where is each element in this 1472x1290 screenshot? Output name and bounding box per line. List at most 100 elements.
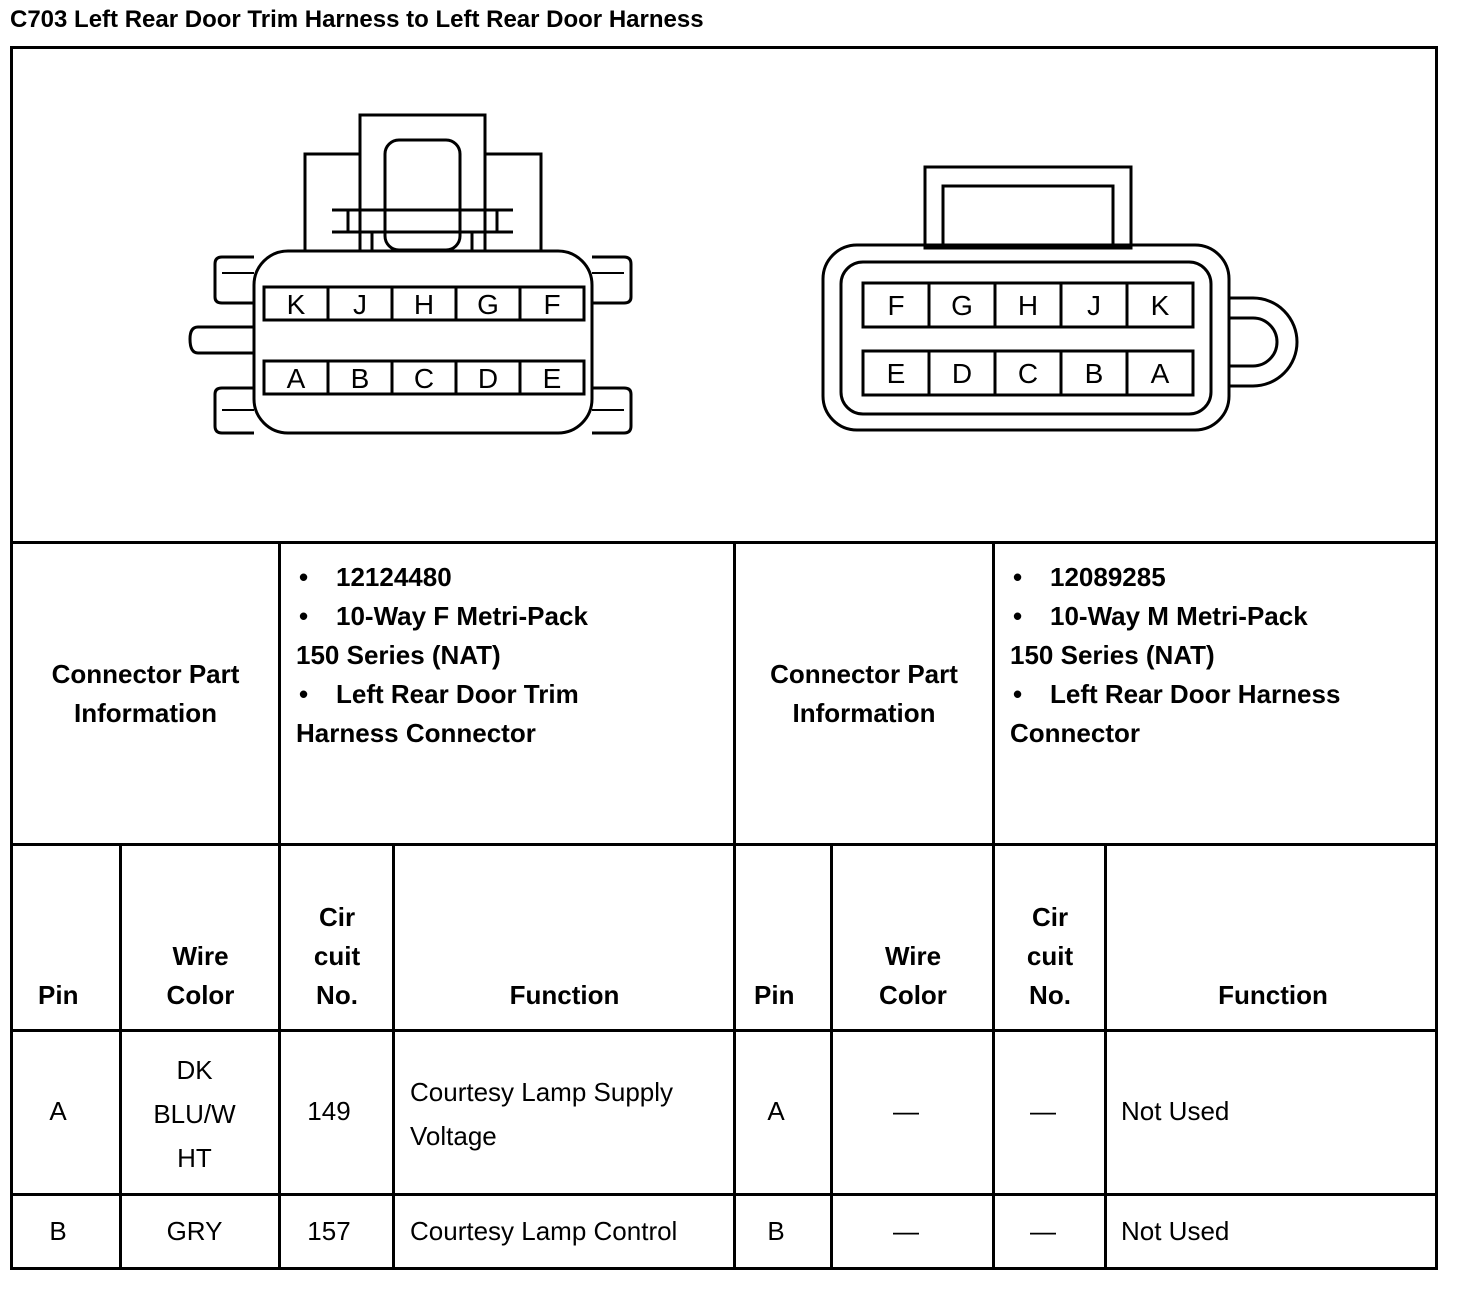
pin-label-right-bottom-d: D <box>952 358 972 389</box>
divider <box>10 843 1438 846</box>
part-number: 12089285 <box>1050 562 1166 592</box>
connector-table <box>10 46 1438 1270</box>
header-function-left: Function <box>509 980 620 1010</box>
header-circuit-line-2: cuit <box>1026 941 1074 971</box>
pin-label-right-bottom-e: E <box>887 358 906 389</box>
left-connector-body <box>252 249 594 435</box>
header-pin-left: Pin <box>38 980 79 1010</box>
header-wire-line: Wire <box>172 941 229 971</box>
pin-label-right-top-j: J <box>1087 290 1101 321</box>
divider <box>10 541 1438 544</box>
pin-label-left-bottom-a: A <box>287 363 306 394</box>
header-circuit-line-3: No. <box>1029 980 1071 1010</box>
header-wire-color-right: Wire Color <box>833 937 993 1015</box>
header-color-line: Color <box>879 980 947 1010</box>
connector-description-cont: Connector <box>1010 718 1140 748</box>
divider <box>392 843 395 1270</box>
connector-part-info-label-right: Connector Part Information <box>736 655 992 733</box>
divider <box>992 541 995 1270</box>
left-side-key <box>188 325 254 355</box>
pin-label-left-bottom-e: E <box>543 363 562 394</box>
header-pin-right: Pin <box>754 980 795 1010</box>
header-circuit-line-3: No. <box>316 980 358 1010</box>
divider <box>10 1029 1438 1032</box>
divider <box>278 541 281 1270</box>
part-number: 12124480 <box>336 562 452 592</box>
left-top-pin-row <box>262 285 586 322</box>
pin-label-left-top-f: F <box>543 289 560 320</box>
table-row-b-circuit-left: 157 <box>307 1216 351 1246</box>
pin-label-right-bottom-c: C <box>1018 358 1038 389</box>
table-row-a-wire-left: DK BLU/W HT <box>122 1048 267 1180</box>
table-row-a-wire-right: — <box>893 1096 919 1126</box>
header-circuit-left: Cir cuit No. <box>281 898 393 1015</box>
page-title: C703 Left Rear Door Trim Harness to Left… <box>10 6 704 33</box>
left-lock-housing <box>303 152 543 251</box>
divider <box>10 1193 1438 1196</box>
pin-label-right-top-f: F <box>887 290 904 321</box>
divider <box>733 541 736 1270</box>
connector-description: Left Rear Door Harness <box>1050 679 1341 709</box>
table-row-b-wire-right: — <box>893 1216 919 1246</box>
header-color-line: Color <box>166 980 235 1010</box>
info-label-text: Connector Part Information <box>51 659 240 728</box>
right-bottom-pin-row <box>861 349 1195 397</box>
function-line: Voltage <box>410 1121 497 1151</box>
divider <box>119 843 122 1270</box>
wire-color-line: DK <box>176 1055 213 1085</box>
table-row-b-wire-left: GRY <box>166 1216 223 1246</box>
pin-label-left-bottom-d: D <box>478 363 498 394</box>
function-line: Courtesy Lamp Supply <box>410 1077 674 1107</box>
pin-label-right-bottom-a: A <box>1151 358 1170 389</box>
table-row-a-pin-right: A <box>767 1096 785 1126</box>
right-lock-tab-outer <box>923 165 1133 250</box>
left-connector-drawing <box>188 113 633 435</box>
table-row-b-circuit-right: — <box>1030 1216 1056 1246</box>
connector-type: 10-Way M Metri-Pack <box>1050 601 1308 631</box>
pin-label-left-top-g: G <box>477 289 499 320</box>
connector-type: 10-Way F Metri-Pack <box>336 601 588 631</box>
pin-label-left-bottom-b: B <box>351 363 370 394</box>
pin-label-right-top-k: K <box>1151 290 1170 321</box>
pin-label-right-bottom-b: B <box>1085 358 1104 389</box>
header-wire-line: Wire <box>884 941 942 971</box>
right-top-pin-row <box>861 281 1195 329</box>
header-wire-color-left: Wire Color <box>122 937 279 1015</box>
pin-label-left-top-k: K <box>287 289 306 320</box>
right-connector-body <box>821 243 1231 432</box>
table-row-a-circuit-right: — <box>1030 1096 1056 1126</box>
pin-label-left-top-h: H <box>414 289 434 320</box>
right-side-ear <box>1229 296 1299 388</box>
pin-label-right-top-g: G <box>951 290 973 321</box>
table-row-b-function-right: Not Used <box>1121 1216 1230 1246</box>
wire-color-line: BLU/W <box>153 1099 236 1129</box>
table-row-a-circuit-left: 149 <box>307 1096 351 1126</box>
table-row-b-pin-right: B <box>767 1216 785 1246</box>
connector-part-info-right: •12089285 •10-Way M Metri-Pack 150 Serie… <box>1010 562 1341 748</box>
wire-color-line: HT <box>177 1143 212 1173</box>
header-circuit-line-1: Cir <box>1031 902 1069 932</box>
connector-description: Left Rear Door Trim <box>336 679 579 709</box>
table-row-b-pin-left: B <box>49 1216 67 1246</box>
divider <box>830 843 833 1270</box>
table-row-b-function-left: Courtesy Lamp Control <box>410 1216 678 1246</box>
connector-series: 150 Series (NAT) <box>1010 640 1215 670</box>
table-row-a-function-right: Not Used <box>1121 1096 1230 1126</box>
left-lock-ribs <box>332 208 513 234</box>
divider <box>1104 843 1107 1270</box>
table-row-a-pin-left: A <box>49 1096 67 1126</box>
table-row-a-function-left: Courtesy Lamp Supply Voltage <box>410 1070 730 1158</box>
header-circuit-right: Cir cuit No. <box>995 898 1105 1015</box>
right-connector-drawing <box>821 165 1299 432</box>
connector-part-info-left: •12124480 •10-Way F Metri-Pack 150 Serie… <box>296 562 588 748</box>
info-label-text: Connector Part Information <box>770 659 958 728</box>
pin-label-left-top-j: J <box>353 289 367 320</box>
header-circuit-line-1: Cir <box>318 902 356 932</box>
pin-label-right-top-h: H <box>1018 290 1038 321</box>
left-bottom-pin-row <box>262 359 586 396</box>
header-circuit-line-2: cuit <box>313 941 361 971</box>
header-function-right: Function <box>1218 980 1328 1010</box>
connector-part-info-label-left: Connector Part Information <box>13 655 278 733</box>
connector-description-cont: Harness Connector <box>296 718 536 748</box>
